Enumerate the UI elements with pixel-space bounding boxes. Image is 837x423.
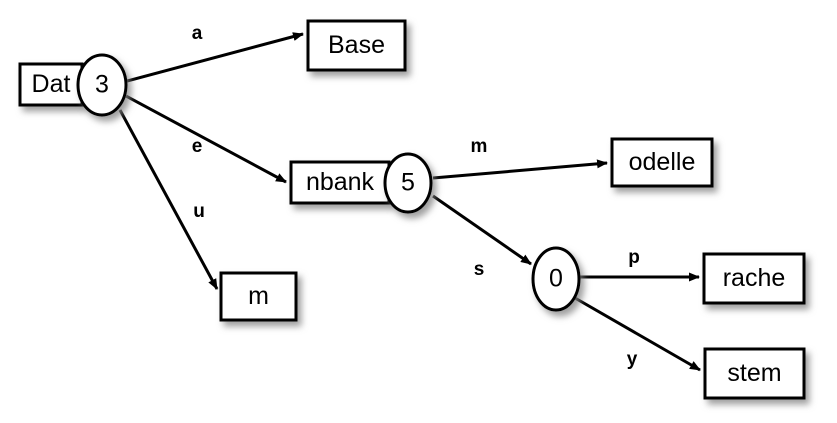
node-shape-rect-dat[interactable] <box>18 62 84 107</box>
node-label-odelle: odelle <box>629 148 696 176</box>
node-odelle[interactable]: odelle <box>610 137 714 188</box>
node-rache[interactable]: rache <box>702 252 806 305</box>
node-shape-rect-stem[interactable] <box>703 347 806 400</box>
edge-label-p: p <box>628 247 640 268</box>
edge-y <box>574 296 701 372</box>
edge-label-m: m <box>471 136 488 157</box>
node-shape-rect-rache[interactable] <box>702 252 806 305</box>
edge-labels-layer: a e u m s p y <box>192 23 640 370</box>
node-label-nbank: nbank <box>306 168 375 196</box>
node-zero[interactable]: 0 <box>531 246 581 312</box>
node-label-base: Base <box>328 31 385 59</box>
node-shape-ellipse-five[interactable] <box>383 152 433 214</box>
node-label-three: 3 <box>95 71 109 99</box>
edge-s <box>432 194 532 266</box>
node-shape-rect-m_box[interactable] <box>219 271 298 322</box>
node-label-m_box: m <box>248 282 269 310</box>
node-label-dat: Dat <box>32 70 71 98</box>
node-nbank[interactable]: nbank <box>289 160 391 205</box>
node-label-rache: rache <box>723 264 786 292</box>
edge-e <box>125 94 287 184</box>
edges-layer <box>118 32 701 372</box>
edge-label-e: e <box>192 136 203 157</box>
edge-u <box>118 109 219 290</box>
edge-label-a: a <box>192 23 203 44</box>
node-label-stem: stem <box>727 359 781 387</box>
edge-arrow-three-to-nbank <box>125 94 287 184</box>
edge-label-y: y <box>627 349 638 370</box>
node-shape-rect-odelle[interactable] <box>610 137 714 188</box>
node-five[interactable]: 5 <box>383 152 433 214</box>
node-shape-ellipse-zero[interactable] <box>531 246 581 312</box>
edge-arrow-three-to-m_box <box>118 109 219 290</box>
nodes-layer: Dat 3 Base nbank 5 m odelle 0 rache stem <box>18 19 806 400</box>
node-m_box[interactable]: m <box>219 271 298 322</box>
node-dat[interactable]: Dat <box>18 62 84 107</box>
node-shape-rect-nbank[interactable] <box>289 160 391 205</box>
node-label-zero: 0 <box>549 265 563 293</box>
node-label-five: 5 <box>401 169 415 197</box>
edge-label-s: s <box>474 259 485 280</box>
node-shape-rect-base[interactable] <box>306 19 407 72</box>
edge-arrow-five-to-zero <box>432 194 532 266</box>
edge-m <box>432 159 608 180</box>
node-shape-ellipse-three[interactable] <box>76 53 128 117</box>
edge-arrow-zero-to-stem <box>574 296 701 372</box>
node-stem[interactable]: stem <box>703 347 806 400</box>
edge-a <box>126 32 304 83</box>
node-base[interactable]: Base <box>306 19 407 72</box>
edge-arrow-three-to-base <box>126 32 304 83</box>
edge-label-u: u <box>193 201 205 222</box>
node-three[interactable]: 3 <box>76 53 128 117</box>
edge-arrow-five-to-odelle <box>432 159 608 180</box>
